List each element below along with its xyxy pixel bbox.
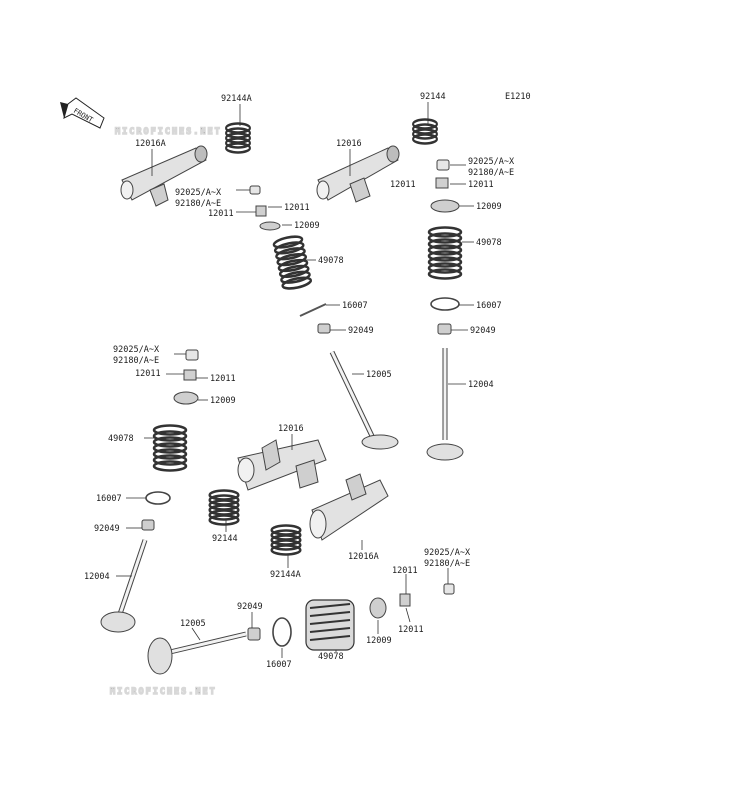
ref-code: E1210	[505, 92, 531, 102]
front-arrow-icon	[60, 97, 105, 129]
label-92049-mid: 92049	[94, 524, 120, 534]
label-16007-bottom: 16007	[266, 660, 292, 670]
label-49078-left: 49078	[318, 256, 344, 266]
shim-upper-left	[249, 185, 261, 195]
shim-right	[436, 159, 450, 171]
label-12009-bottom: 12009	[366, 636, 392, 646]
label-12016-top: 12016	[336, 139, 362, 149]
label-92025-bottom: 92025/A~X	[424, 548, 471, 558]
label-12009-left: 12009	[294, 221, 320, 231]
spring-49078-bottom	[305, 599, 355, 651]
label-12016a-mid: 12016A	[348, 552, 379, 562]
retainer-mid-left	[173, 391, 199, 405]
spring-49078-right	[427, 226, 463, 280]
cotter-mid-left	[183, 369, 197, 381]
valve-12005-upper	[329, 350, 399, 450]
seat-16007-upper-left	[299, 303, 327, 317]
rocker-arm-12016-top	[316, 145, 400, 203]
label-92144a-mid: 92144A	[270, 570, 301, 580]
label-92144-top: 92144	[420, 92, 446, 102]
cotter-12011-bottom	[399, 593, 411, 607]
label-12005-upper: 12005	[366, 370, 392, 380]
seal-92049-right	[437, 323, 452, 335]
shim-bottom	[443, 583, 455, 595]
label-12004-right: 12004	[468, 380, 494, 390]
rocker-arm-12016-mid	[237, 439, 327, 491]
label-12009-right: 12009	[476, 202, 502, 212]
label-12016-mid: 12016	[278, 424, 304, 434]
rocker-arm-12016a-mid	[309, 473, 389, 541]
label-92049-right: 92049	[470, 326, 496, 336]
label-16007-right: 16007	[476, 301, 502, 311]
label-12011-left-a: 12011	[284, 203, 310, 213]
seal-92049-mid-left	[141, 519, 155, 531]
spring-49078-mid-left	[152, 424, 188, 472]
label-16007-left: 16007	[342, 301, 368, 311]
label-12011-right-b: 12011	[390, 180, 416, 190]
label-92049-left: 92049	[348, 326, 374, 336]
label-92180-right: 92180/A~E	[468, 168, 514, 178]
shim-mid-left	[185, 349, 199, 361]
retainer-upper-left	[259, 221, 281, 231]
spring-92144a-top	[224, 122, 252, 154]
label-92144a-top: 92144A	[221, 94, 252, 104]
spring-49078-upper-left	[271, 233, 314, 292]
leader-lines	[116, 102, 474, 658]
spring-92144-top	[411, 118, 439, 145]
seat-16007-bottom	[272, 617, 292, 647]
watermark-top: MICROFICHES.NET	[115, 127, 222, 137]
seal-92049-upper-left	[317, 323, 331, 334]
cotter-upper-left	[255, 205, 267, 217]
label-12016a-top: 12016A	[135, 139, 166, 149]
watermark-bottom: MICROFICHES.NET	[110, 687, 217, 697]
label-92180-bottom: 92180/A~E	[424, 559, 470, 569]
label-92025-left: 92025/A~X	[175, 188, 222, 198]
label-92144-mid: 92144	[212, 534, 238, 544]
retainer-right	[430, 199, 460, 213]
label-12011-right-a: 12011	[468, 180, 494, 190]
label-49078-bottom: 49078	[318, 652, 344, 662]
valve-12004-mid-left	[100, 539, 148, 633]
retainer-12009-bottom	[369, 597, 387, 619]
label-12009-mid: 12009	[210, 396, 236, 406]
label-12011-bottom-b: 12011	[398, 625, 424, 635]
cotter-right	[435, 177, 449, 189]
label-12005-bottom: 12005	[180, 619, 206, 629]
label-92180-mid: 92180/A~E	[113, 356, 159, 366]
seat-16007-right	[430, 297, 460, 311]
label-49078-mid: 49078	[108, 434, 134, 444]
label-92049-bottom: 92049	[237, 602, 263, 612]
rocker-arm-12016a-top	[120, 145, 208, 207]
label-12011-bottom-a: 12011	[392, 566, 418, 576]
label-92025-mid: 92025/A~X	[113, 345, 160, 355]
label-92025-right: 92025/A~X	[468, 157, 515, 167]
valve-12004-right	[426, 348, 464, 461]
label-92180-left: 92180/A~E	[175, 199, 221, 209]
seat-16007-mid-left	[145, 491, 171, 505]
label-12004-mid: 12004	[84, 572, 110, 582]
spring-92144-mid	[208, 489, 240, 526]
label-49078-right: 49078	[476, 238, 502, 248]
spring-92144a-mid	[270, 524, 302, 556]
seal-92049-bottom	[247, 627, 261, 641]
label-16007-mid: 16007	[96, 494, 122, 504]
label-12011-mid-a: 12011	[135, 369, 161, 379]
label-12011-mid-b: 12011	[210, 374, 236, 384]
valve-12005-bottom	[147, 631, 247, 675]
label-12011-left-b: 12011	[208, 209, 234, 219]
